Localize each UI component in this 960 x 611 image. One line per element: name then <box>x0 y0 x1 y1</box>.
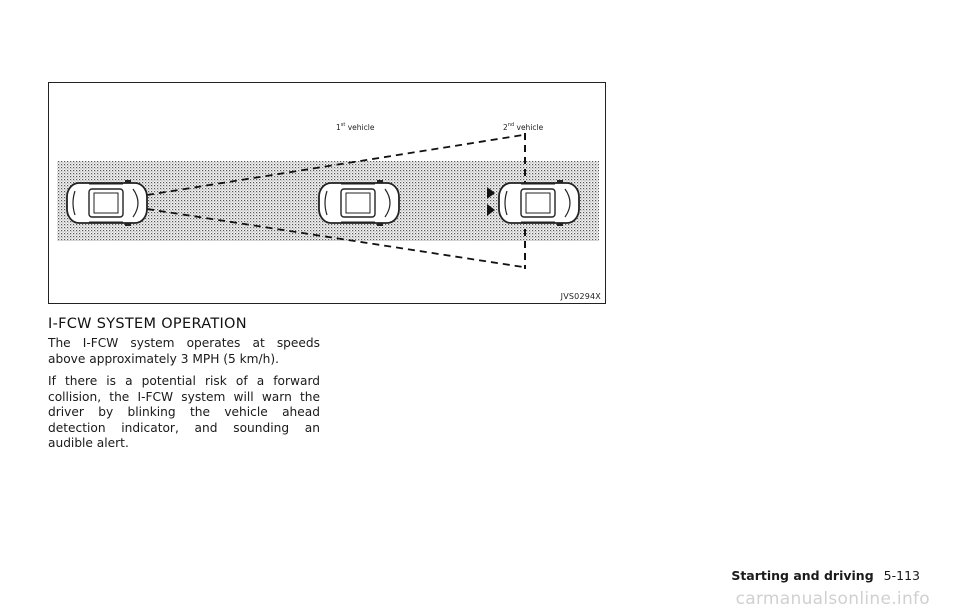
first-vehicle <box>318 179 400 227</box>
own-vehicle <box>66 179 148 227</box>
sensor-range-upper-line <box>146 134 524 196</box>
paragraph-warning-behavior: If there is a potential risk of a forwar… <box>48 374 320 451</box>
first-vehicle-label: 1st vehicle <box>336 122 375 132</box>
footer-section-title: Starting and driving <box>731 568 874 583</box>
figure-code: JVS0294X <box>560 292 601 301</box>
section-heading: I-FCW SYSTEM OPERATION <box>48 316 247 332</box>
second-vehicle-label: 2nd vehicle <box>503 122 544 132</box>
watermark: carmanualsonline.info <box>735 589 930 609</box>
page-number: 5-113 <box>883 568 920 583</box>
fcw-diagram <box>57 133 599 269</box>
sensor-range-lower-line <box>146 208 524 268</box>
arrow-upper-icon <box>487 187 495 199</box>
diagram-figure: 1st vehicle 2nd vehicle JVS0294X <box>48 82 606 304</box>
paragraph-operation-speed: The I-FCW system operates at speeds abov… <box>48 336 320 366</box>
second-vehicle <box>498 179 580 227</box>
page-footer: Starting and driving 5-113 <box>731 568 920 583</box>
arrow-lower-icon <box>487 204 495 216</box>
